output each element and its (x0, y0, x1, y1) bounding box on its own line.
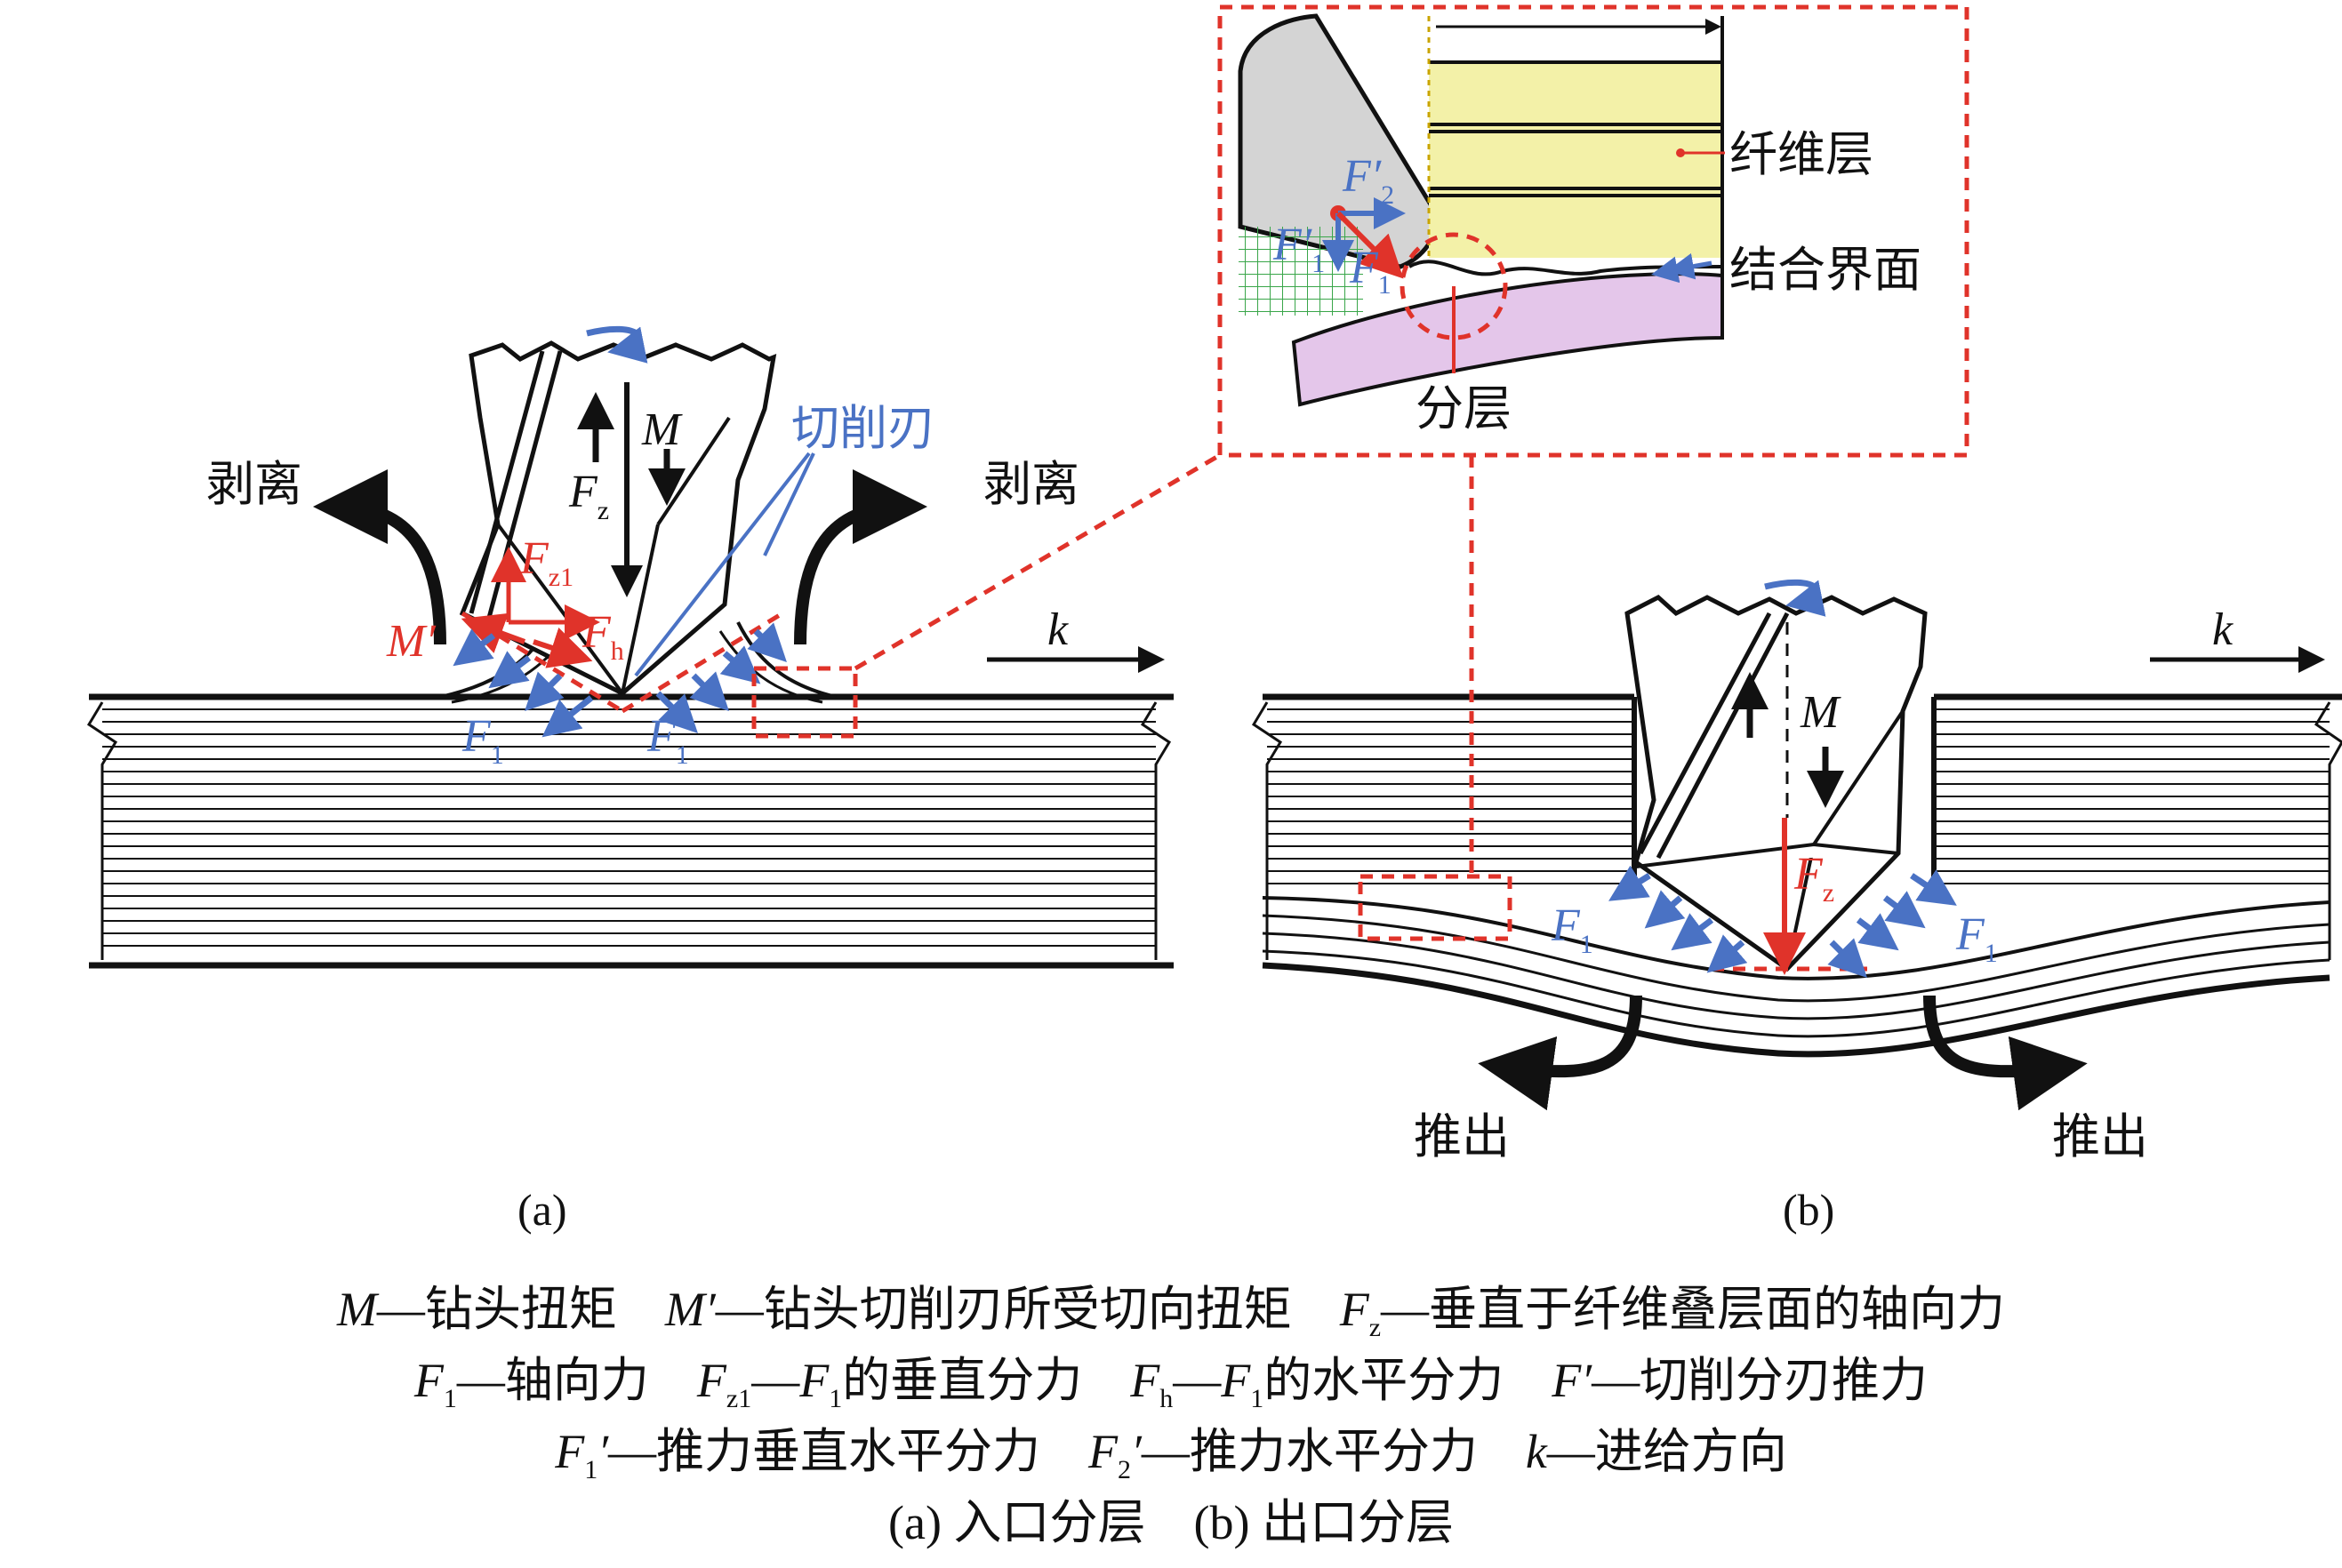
svg-text:F1: F1 (1551, 900, 1593, 959)
F1-arrows-right-b (1827, 869, 1957, 978)
F1p-sub: 1 (1311, 249, 1325, 278)
delamination-circle (1400, 232, 1508, 340)
Fz1-sub: z1 (549, 563, 573, 592)
inset-source-box-b (1358, 874, 1512, 941)
caption-item: k—进给方向 (1525, 1425, 1787, 1478)
F1-label-left-a: F (461, 711, 492, 762)
F1-sub-right-b: 1 (1985, 939, 1998, 968)
caption-item: M′—钻头切削刃所受切向扭矩 (664, 1283, 1292, 1336)
caption-line-3: F1′—推力垂直水平分力 F2′—推力水平分力 k—进给方向 (0, 1412, 2342, 1485)
caption-item: Fz1—F1的垂直分力 (696, 1354, 1083, 1413)
Fz-sub-a: z (598, 496, 609, 525)
caption-item: F′—切削分刃推力 (1552, 1354, 1929, 1407)
F1-inset-sub: 1 (1378, 270, 1392, 300)
F1-arrows-left-a (453, 628, 594, 738)
F1-label-right-b: F (1955, 909, 1985, 960)
svg-text:F1: F1 (1349, 243, 1392, 300)
F2p-sub: 2 (1381, 180, 1394, 210)
svg-text:Fz1: Fz1 (519, 533, 573, 592)
Fh-label: F (581, 607, 612, 658)
F1-arrows-right-a (655, 622, 787, 733)
rotation-icon-b (1764, 579, 1826, 617)
panel-b-sublabel: (b) (1783, 1185, 1834, 1235)
inset-connector-a (854, 452, 1222, 671)
fiber-layers (1427, 16, 1724, 338)
caption-item: Fz—垂直于纤维叠层面的轴向力 (1339, 1283, 2006, 1342)
peel-label-left: 剥离 (206, 456, 302, 512)
M-label-a: M (641, 404, 683, 455)
caption-line-1: M—钻头扭矩 M′—钻头切削刃所受切向扭矩 Fz—垂直于纤维叠层面的轴向力 (0, 1269, 2342, 1343)
F1-inset-label: F (1349, 243, 1379, 293)
F1-label-left-b: F (1551, 900, 1581, 951)
push-arrow-left (1478, 995, 1642, 1111)
caption-item: F2′—推力水平分力 (1088, 1425, 1478, 1484)
cutting-edge-label: 切削刃 (791, 400, 935, 456)
caption-item: F1—轴向力 (413, 1354, 649, 1413)
svg-text:F1: F1 (646, 711, 689, 770)
peel-arrow-right (794, 469, 927, 645)
F1-arrows-left-b (1608, 865, 1748, 973)
Fz1-label: F (519, 533, 549, 584)
F1-sub-right-a: 1 (676, 740, 689, 770)
laminate-b (1251, 693, 2342, 1058)
inset-source-box-a (751, 666, 858, 739)
interface-label: 结合界面 (1729, 242, 1921, 298)
drill-bit-b (1624, 594, 1928, 972)
F1-sub-left-a: 1 (491, 740, 504, 770)
F1p-label: F′ (1272, 220, 1313, 270)
delamination-label: 分层 (1416, 380, 1512, 436)
Fz-label-b: F (1793, 849, 1824, 900)
push-label-left: 推出 (1414, 1108, 1510, 1164)
k-label-b: k (2212, 604, 2234, 655)
caption-item: M—钻头扭矩 (336, 1283, 617, 1336)
svg-text:F1: F1 (461, 711, 504, 770)
k-label-a: k (1047, 604, 1069, 655)
F1-inset-arrow (1335, 211, 1404, 279)
svg-text:F′1: F′1 (1272, 220, 1325, 278)
svg-text:Fh: Fh (581, 607, 624, 666)
laminate-a (86, 621, 1174, 969)
peel-label-right: 剥离 (983, 456, 1079, 512)
panel-b: 推出 推出 M Fz F1 F1 k (b) (1251, 579, 2342, 1235)
F1-sub-left-b: 1 (1580, 930, 1593, 959)
Mprime-label: M′ (386, 616, 437, 667)
F1-label-right-a: F (646, 711, 677, 762)
push-arrow-right (1923, 995, 2088, 1111)
push-label-right: 推出 (2052, 1108, 2148, 1164)
M-label-b: M (1800, 687, 1841, 738)
rotation-icon (586, 325, 648, 364)
caption-line-2: F1—轴向力 Fz1—F1的垂直分力 Fh—F1的水平分力 F′—切削分刃推力 (0, 1340, 2342, 1414)
caption-item: F1′—推力垂直水平分力 (555, 1425, 1041, 1484)
cutting-edge-pointer (634, 452, 815, 677)
interface-arrow-2 (1667, 252, 1712, 280)
resin-layer (1291, 272, 1724, 407)
inset-zoom: 纤维层 结合界面 分层 F′2 F′1 F1 (854, 4, 1969, 876)
panel-a-sublabel: (a) (517, 1185, 567, 1235)
Fz-sub-b: z (1823, 878, 1834, 908)
peel-arrow-left (313, 469, 446, 645)
svg-text:Fz: Fz (1793, 849, 1834, 908)
caption-item: Fh—F1的水平分力 (1130, 1354, 1504, 1413)
Fz-label-a: F (568, 467, 598, 517)
fiber-layer-label: 纤维层 (1729, 126, 1873, 182)
svg-text:F1: F1 (1955, 909, 1998, 968)
Mprime-arrow-right (533, 627, 593, 668)
caption-line-4: (a) 入口分层 (b) 出口分层 (888, 1496, 1454, 1549)
F2p-label: F′ (1342, 151, 1383, 202)
panel-a: 剥离 剥离 切削刃 M Fz Fz1 Fh M′ F1 F1 k (a) (86, 325, 1174, 1235)
Mprime-arrow-left (461, 612, 526, 653)
svg-text:Fz: Fz (568, 467, 609, 525)
Fh-sub: h (611, 636, 624, 666)
svg-text:F′2: F′2 (1342, 151, 1394, 210)
fiber-pointer-dot (1676, 148, 1685, 157)
